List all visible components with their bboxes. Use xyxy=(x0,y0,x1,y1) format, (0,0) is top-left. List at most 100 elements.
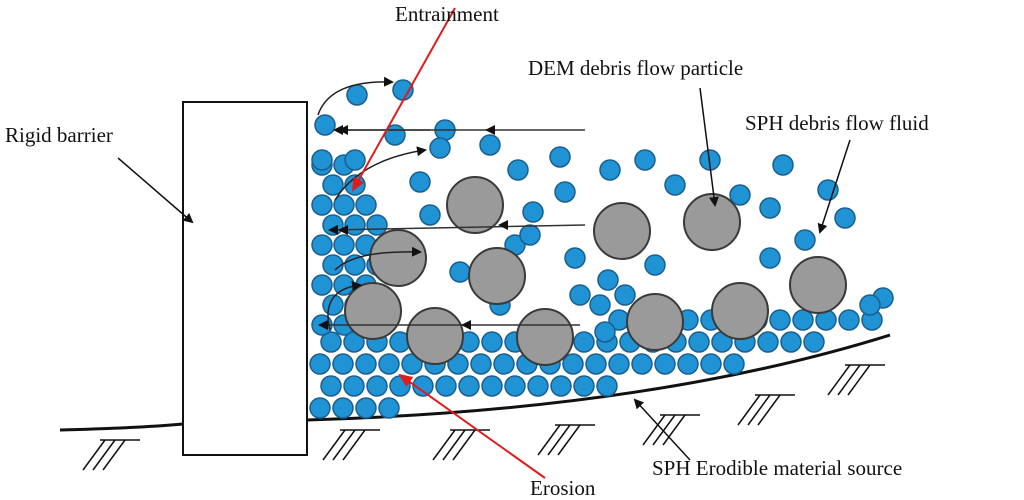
sph-particle xyxy=(314,114,336,136)
sph-particle xyxy=(573,331,595,353)
sph-particle xyxy=(550,375,572,397)
sph-particle xyxy=(355,194,377,216)
sph-particle xyxy=(838,309,860,331)
sph-particle xyxy=(562,353,584,375)
sph-particle xyxy=(527,375,549,397)
erodible-arrow xyxy=(633,398,691,461)
hatch-line xyxy=(82,439,106,471)
sph-particle xyxy=(309,353,331,375)
sph-particle xyxy=(759,197,781,219)
hatch-line xyxy=(557,424,581,456)
dem-arrow xyxy=(699,87,719,207)
sph-particle xyxy=(504,375,526,397)
sph-particle xyxy=(803,331,825,353)
sph-particle xyxy=(589,294,611,316)
sph-particle xyxy=(644,254,666,276)
curved-flow-arrow xyxy=(327,281,362,331)
sph-particle xyxy=(522,201,544,223)
sph-particle xyxy=(311,149,333,171)
sph-particle xyxy=(332,397,354,419)
dem-particle xyxy=(711,282,769,340)
ground-lines xyxy=(59,333,891,432)
sph-particle xyxy=(664,174,686,196)
label-entrainment: Entrainment xyxy=(395,2,499,26)
sph-particle xyxy=(564,247,586,269)
sph-particle xyxy=(723,353,745,375)
rigid-barrier-shape xyxy=(182,101,308,456)
hatch-line xyxy=(662,414,686,446)
curved-flow-arrow xyxy=(334,146,427,201)
sph-particle xyxy=(481,375,503,397)
hatch-line xyxy=(827,364,851,396)
flow-arrow xyxy=(328,224,586,235)
sph-particle xyxy=(344,214,366,236)
sph-particle xyxy=(569,284,591,306)
sph-particle xyxy=(780,331,802,353)
sph-particle xyxy=(320,375,342,397)
hatch-line xyxy=(652,414,676,446)
hatch-line xyxy=(322,429,346,461)
entrainment-arrow xyxy=(352,7,456,192)
sph-particle xyxy=(792,309,814,331)
sph-particle xyxy=(859,294,881,316)
sph-particle xyxy=(597,269,619,291)
sph-particle xyxy=(634,149,656,171)
hatch-line xyxy=(847,364,871,396)
sph-particle xyxy=(343,375,365,397)
sph-particle xyxy=(333,194,355,216)
label-sph-fluid: SPH debris flow fluid xyxy=(745,111,929,135)
dem-particle xyxy=(369,229,427,287)
sph-particle xyxy=(817,179,839,201)
dem-particle xyxy=(406,307,464,365)
sph-particle xyxy=(419,204,441,226)
sph-particle xyxy=(322,254,344,276)
sph-particle xyxy=(322,214,344,236)
sph-particle xyxy=(554,181,576,203)
sph-particle xyxy=(333,234,355,256)
sph-particle xyxy=(449,261,471,283)
sph-particle xyxy=(599,159,621,181)
barrier-arrow xyxy=(117,157,194,224)
sph-particle xyxy=(608,353,630,375)
sph-particle xyxy=(596,375,618,397)
hatch-line xyxy=(757,394,781,426)
sph-particle xyxy=(677,353,699,375)
hatch-line xyxy=(837,364,861,396)
sph-particle xyxy=(311,274,333,296)
sph-particle xyxy=(378,353,400,375)
dem-particle xyxy=(516,308,574,366)
sph-particle xyxy=(493,353,515,375)
sph-particle xyxy=(429,137,451,159)
sph-particle xyxy=(435,375,457,397)
sph-particle xyxy=(654,353,676,375)
sph-particle xyxy=(700,353,722,375)
sph-particle xyxy=(346,84,368,106)
sph-particle xyxy=(769,309,791,331)
hatch-line xyxy=(92,439,116,471)
hatch-line xyxy=(537,424,561,456)
curved-flow-arrow xyxy=(334,246,422,271)
callout-arrows xyxy=(117,7,851,479)
hatch-line xyxy=(102,439,126,471)
sph-particle xyxy=(333,274,355,296)
hatch-line xyxy=(547,424,571,456)
hatch-line xyxy=(737,394,761,426)
sph-particle xyxy=(366,214,388,236)
sph-particle xyxy=(757,331,779,353)
sph-particle xyxy=(332,353,354,375)
dem-particle xyxy=(593,202,651,260)
dem-particle xyxy=(789,256,847,314)
dem-particle xyxy=(626,293,684,351)
sph-particle xyxy=(409,171,431,193)
sph-particle xyxy=(470,353,492,375)
hatch-line xyxy=(747,394,771,426)
sph-particle xyxy=(688,331,710,353)
sph-particle xyxy=(344,149,366,171)
label-dem-particle: DEM debris flow particle xyxy=(528,56,744,80)
hatch-line xyxy=(452,429,476,461)
sph-particle xyxy=(322,174,344,196)
ground-hatches xyxy=(82,364,885,471)
sph-particle xyxy=(585,353,607,375)
